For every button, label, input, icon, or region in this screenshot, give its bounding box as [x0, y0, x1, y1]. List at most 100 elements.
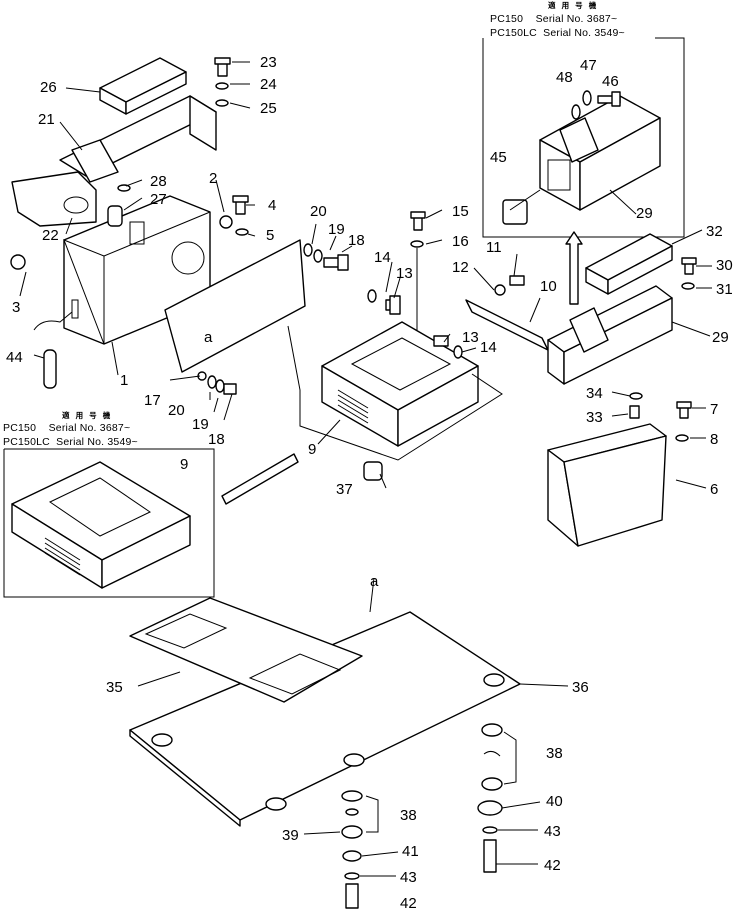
washer-43b-icon — [482, 826, 498, 834]
callout-11: 11 — [486, 239, 502, 256]
inset-left-border — [3, 448, 215, 598]
inset-console-side — [101, 515, 191, 589]
washer-25-icon — [215, 99, 229, 107]
callout-18b: 18 — [208, 431, 225, 448]
callout-38-left: 38 — [400, 807, 417, 824]
bolt-11-icon — [509, 275, 525, 286]
callout-15: 15 — [452, 203, 469, 220]
callout-27: 27 — [150, 191, 167, 208]
callout-23: 23 — [260, 54, 277, 71]
callout-9: 9 — [308, 441, 316, 458]
callout-38-right: 38 — [546, 745, 563, 762]
callout-18: 18 — [348, 232, 365, 249]
callout-16: 16 — [452, 233, 469, 250]
callout-33: 33 — [586, 409, 603, 426]
callout-12: 12 — [452, 259, 469, 276]
callout-29: 29 — [712, 329, 729, 346]
callout-13b: 13 — [462, 329, 479, 346]
washer-20b-icon — [303, 243, 313, 257]
inset-left-line1: PC150 Serial No. 3687~ — [3, 422, 130, 434]
callout-labels: 1 2 3 4 5 6 7 8 9 9 10 11 12 13 13 14 14… — [6, 54, 733, 912]
callout-5: 5 — [266, 227, 274, 244]
cover-32-side — [607, 245, 673, 295]
callout-42-left: 42 — [400, 895, 417, 911]
box-6-side — [563, 435, 667, 547]
washer-5-icon — [235, 228, 249, 236]
floor-mat-35 — [129, 597, 363, 703]
washer-20-icon — [207, 375, 217, 389]
callout-20b: 20 — [168, 402, 185, 419]
callout-36: 36 — [572, 679, 589, 696]
washer-14-icon — [367, 289, 377, 303]
callout-41: 41 — [402, 843, 419, 860]
callout-14b: 14 — [480, 339, 497, 356]
left-console-assembly — [10, 57, 353, 421]
callout-45: 45 — [490, 149, 507, 166]
washer-48-icon — [571, 104, 581, 120]
handle-44-icon — [33, 311, 73, 389]
inset-left-heading: 適 用 号 機 — [62, 410, 112, 420]
callout-19b: 19 — [192, 416, 209, 433]
callout-26: 26 — [40, 79, 57, 96]
bolt-18-icon — [223, 383, 237, 395]
washer-24-icon — [215, 82, 229, 90]
washer-14b-icon — [453, 345, 463, 359]
callout-19: 19 — [328, 221, 345, 238]
inset-left-line2: PC150LC Serial No. 3549~ — [3, 436, 138, 448]
part-45-icon — [502, 199, 528, 225]
callout-32: 32 — [706, 223, 723, 240]
washer-12-icon — [494, 284, 506, 296]
bolt-42-icon — [345, 883, 359, 909]
bolt-46-icon — [597, 91, 621, 107]
mount-39-icon — [341, 825, 363, 839]
callout-40: 40 — [546, 793, 563, 810]
lever-base-21 — [71, 139, 119, 183]
callout-14: 14 — [374, 249, 391, 266]
callout-17: 17 — [144, 392, 161, 409]
callout-2: 2 — [209, 170, 217, 187]
callout-25: 25 — [260, 100, 277, 117]
inset-bracket-window — [547, 159, 571, 191]
bolt-7-icon — [676, 401, 692, 419]
reference-a-upper: a — [204, 329, 213, 346]
washer-34-icon — [629, 392, 643, 400]
side-panel — [164, 239, 306, 373]
inset-top-border — [482, 37, 685, 238]
reference-a-lower: a — [370, 573, 379, 590]
washer-16-icon — [410, 240, 424, 248]
cover-26-side — [125, 71, 187, 115]
washer-19-icon — [215, 379, 225, 393]
callout-34: 34 — [586, 385, 603, 402]
filter-strip — [221, 453, 299, 505]
washer-28-icon — [117, 184, 131, 192]
nut-3-icon — [10, 254, 26, 270]
callout-9-inset: 9 — [180, 456, 188, 473]
callout-3: 3 — [12, 299, 20, 316]
callout-7: 7 — [710, 401, 718, 418]
bolt-13b-icon — [433, 335, 449, 347]
inset-serial-top: 適 用 号 機 PC150 Serial No. 3687~ PC150LC S… — [482, 0, 685, 238]
washer-41-icon — [342, 850, 362, 862]
inset-clamp — [559, 117, 599, 163]
inset-bracket-side — [579, 117, 661, 211]
floor-assembly — [129, 461, 569, 909]
bracket-29-clamp — [569, 307, 609, 353]
center-console-assembly — [221, 209, 549, 505]
console-1-opening — [171, 241, 205, 275]
inset-top-heading: 適 用 号 機 — [548, 0, 598, 10]
callout-48: 48 — [556, 69, 573, 86]
inset-top-line2: PC150LC Serial No. 3549~ — [490, 27, 625, 39]
bolt-18b-icon — [323, 254, 349, 271]
callout-37: 37 — [336, 481, 353, 498]
callout-43-right: 43 — [544, 823, 561, 840]
part-37-icon — [363, 461, 383, 481]
grommet-27-icon — [107, 205, 123, 227]
callout-29-inset: 29 — [636, 205, 653, 222]
console-9-side — [397, 365, 479, 447]
washer-8-icon — [675, 434, 689, 442]
callout-10: 10 — [540, 278, 557, 295]
callout-24: 24 — [260, 76, 277, 93]
bracket-29-side — [563, 297, 673, 385]
bolt-23-icon — [214, 57, 231, 77]
